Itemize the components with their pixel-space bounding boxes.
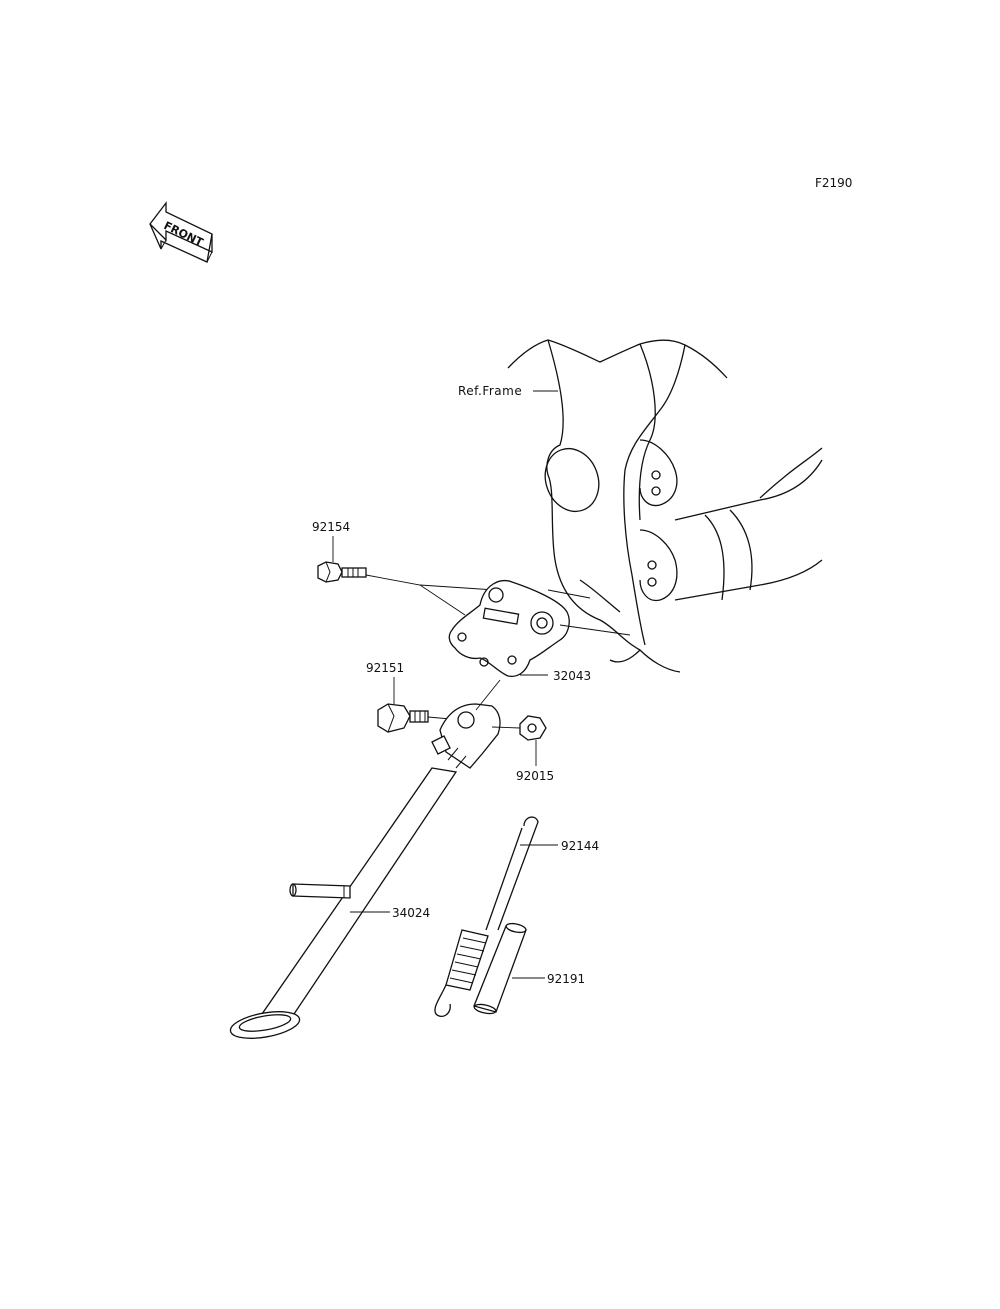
figure-code: F2190: [815, 176, 852, 190]
part-label-92144: 92144: [561, 839, 599, 853]
part-92154-bolt: [317, 561, 367, 583]
part-32043-bracket: [448, 580, 570, 678]
front-arrow-icon: FRONT: [149, 201, 213, 263]
part-34024-side-stand: [229, 703, 501, 1039]
part-label-92154: 92154: [312, 520, 350, 534]
part-92151-bolt: [377, 703, 429, 733]
reference-frame: [507, 339, 823, 673]
part-label-34024: 34024: [392, 906, 430, 920]
part-label-32043: 32043: [553, 669, 591, 683]
part-label-92151: 92151: [366, 661, 404, 675]
part-92015-nut: [519, 715, 547, 741]
part-92191-sleeve: [473, 922, 527, 1015]
ref-frame-label: Ref.Frame: [458, 384, 522, 398]
part-92144-spring: [434, 816, 539, 1018]
part-label-92191: 92191: [547, 972, 585, 986]
part-label-92015: 92015: [516, 769, 554, 783]
